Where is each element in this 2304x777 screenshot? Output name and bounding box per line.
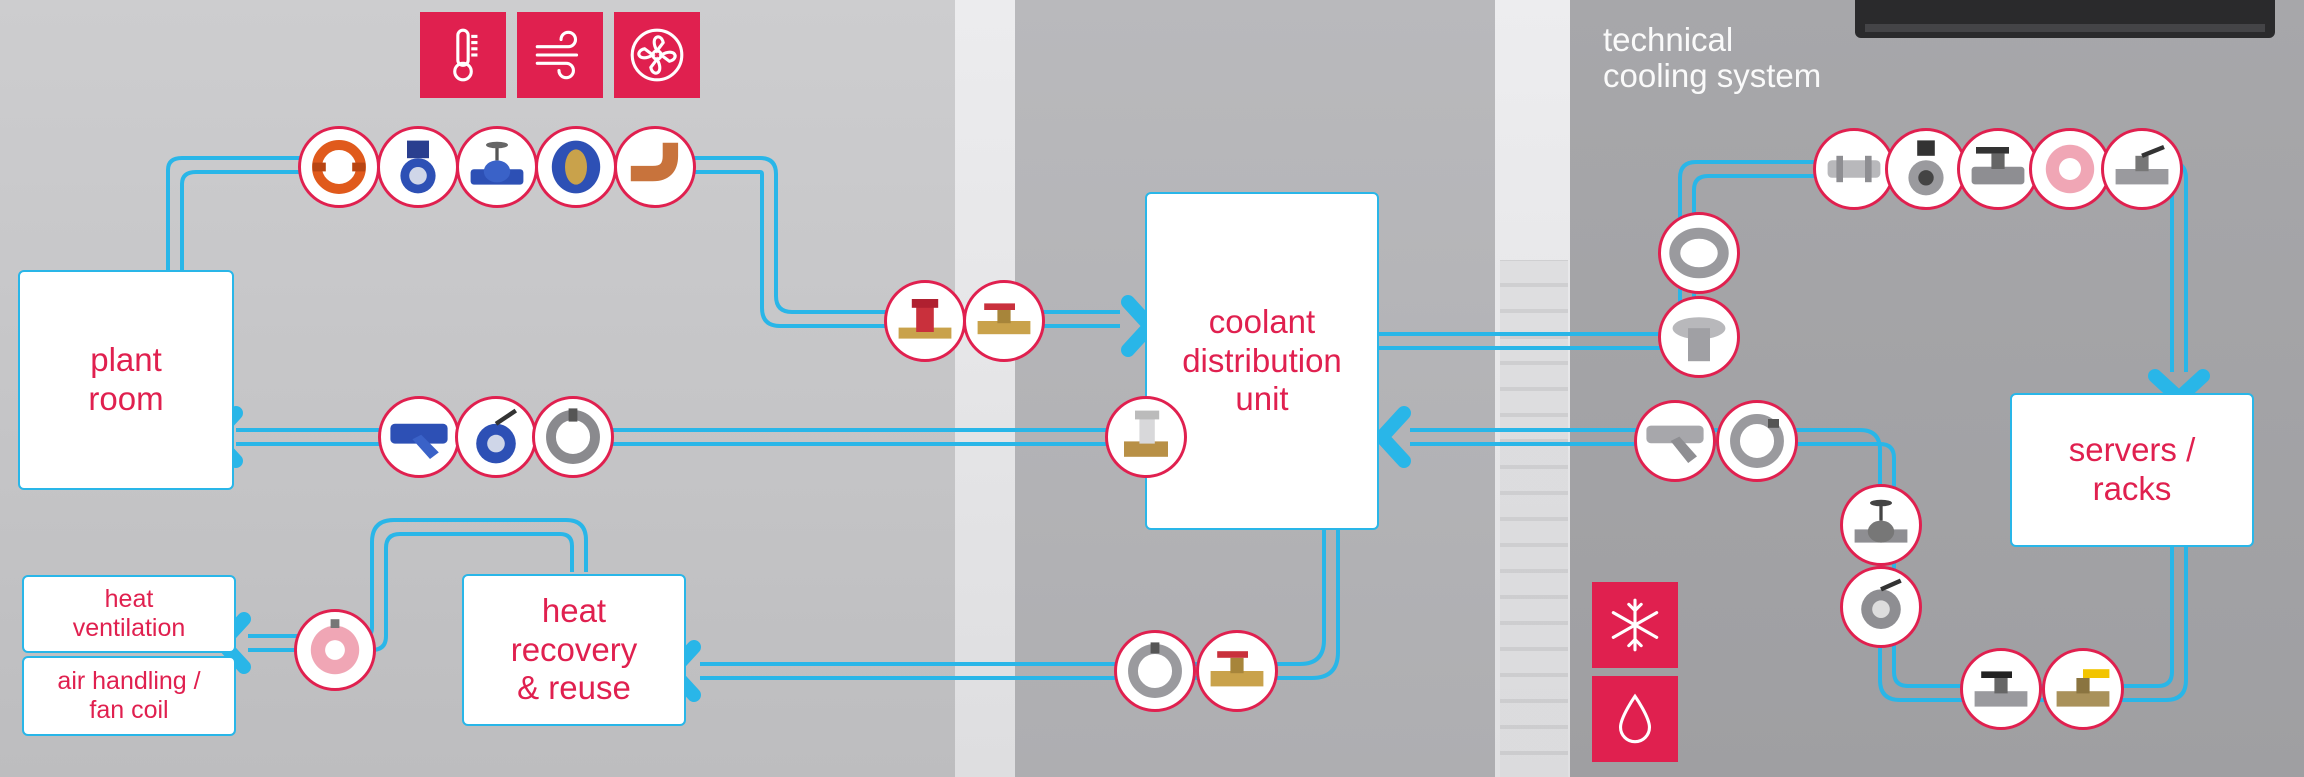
grooved-coupling-return-icon <box>1716 400 1798 482</box>
ball-valve-recovery-icon <box>1196 630 1278 712</box>
press-coupling-icon <box>1813 128 1895 210</box>
airflow-icon <box>517 12 603 98</box>
wafer-valve-ventilation-icon <box>294 609 376 691</box>
server-rack-image <box>1855 0 2275 38</box>
copper-elbow-icon <box>614 126 696 208</box>
grooved-coupling-right-icon <box>1658 212 1740 294</box>
fan-icon <box>614 12 700 98</box>
butterfly-valve-icon <box>377 126 459 208</box>
background-divider <box>955 0 1015 777</box>
plant-room-box: plant room <box>18 270 234 490</box>
thermometer-icon <box>420 12 506 98</box>
grooved-coupling-recovery-icon <box>1114 630 1196 712</box>
ball-valve-brass-icon <box>2042 648 2124 730</box>
ball-valve-icon <box>963 280 1045 362</box>
water-drop-icon <box>1592 676 1678 762</box>
air-handling-box: air handling / fan coil <box>22 656 236 736</box>
coolant-distribution-unit-box: coolant distribution unit <box>1145 192 1379 530</box>
butterfly-valve-lever-icon <box>455 396 537 478</box>
balancing-valve-icon <box>884 280 966 362</box>
globe-valve-icon <box>456 126 538 208</box>
y-strainer-icon <box>1634 400 1716 482</box>
wafer-check-valve-icon <box>2029 128 2111 210</box>
check-valve-icon <box>535 126 617 208</box>
ball-valve-steel-icon <box>1957 128 2039 210</box>
servers-racks-box: servers / racks <box>2010 393 2254 547</box>
globe-valve-steel-icon <box>1840 484 1922 566</box>
strainer-icon <box>378 396 460 478</box>
snowflake-icon <box>1592 582 1678 668</box>
flange-adapter-icon <box>1658 296 1740 378</box>
butterfly-valve-steel-icon <box>1885 128 1967 210</box>
heat-recovery-box: heat recovery & reuse <box>462 574 686 726</box>
grooved-coupling-steel-icon <box>532 396 614 478</box>
ball-valve-lever-icon <box>2101 128 2183 210</box>
grooved-coupling-icon <box>298 126 380 208</box>
control-valve-icon <box>1105 396 1187 478</box>
ball-valve-bottom-icon <box>1960 648 2042 730</box>
diagram-title: technical cooling system <box>1603 21 1822 94</box>
heat-ventilation-box: heat ventilation <box>22 575 236 653</box>
butterfly-valve-wafer-icon <box>1840 566 1922 648</box>
